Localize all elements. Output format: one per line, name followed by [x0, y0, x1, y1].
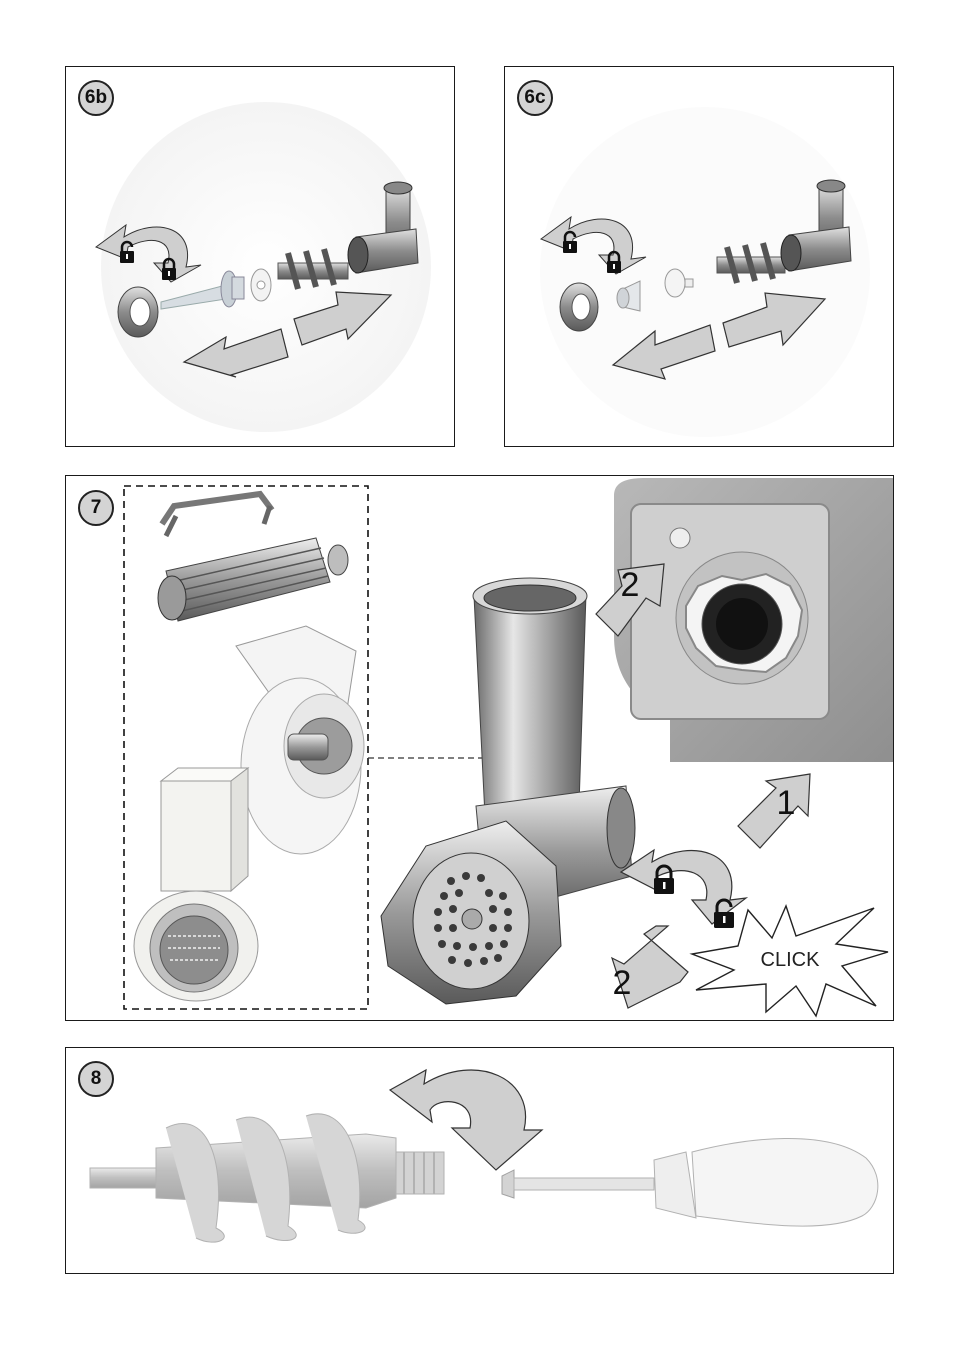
panel-step-8: 8	[65, 1047, 894, 1274]
auger-screw	[90, 1114, 444, 1242]
meat-mincer-body	[381, 578, 635, 1004]
panel-step-6b: 6b	[65, 66, 455, 447]
illustration-7: 2 1 2 CLICK	[66, 476, 894, 1021]
arrow-number-bottom: 2	[613, 964, 632, 1002]
ring-nut	[118, 287, 158, 337]
click-label: CLICK	[761, 949, 821, 971]
illustration-8	[66, 1048, 894, 1274]
slicer-shredder-attachment	[236, 626, 364, 854]
ring-nut	[560, 283, 598, 331]
pasta-roller-attachment	[158, 494, 348, 621]
illustration-6b	[66, 67, 455, 447]
arrow-number-top: 2	[621, 566, 640, 604]
screwdriver-icon	[502, 1138, 878, 1226]
arrow-number-right: 1	[777, 784, 796, 822]
illustration-6c	[505, 67, 894, 447]
grater-drum-attachment	[134, 768, 258, 1001]
machine-outlet-housing	[614, 478, 894, 762]
panel-step-7: 7	[65, 475, 894, 1021]
panel-step-6c: 6c	[504, 66, 894, 447]
arrow-insert-1	[738, 774, 810, 848]
spacer-disc	[251, 269, 271, 301]
